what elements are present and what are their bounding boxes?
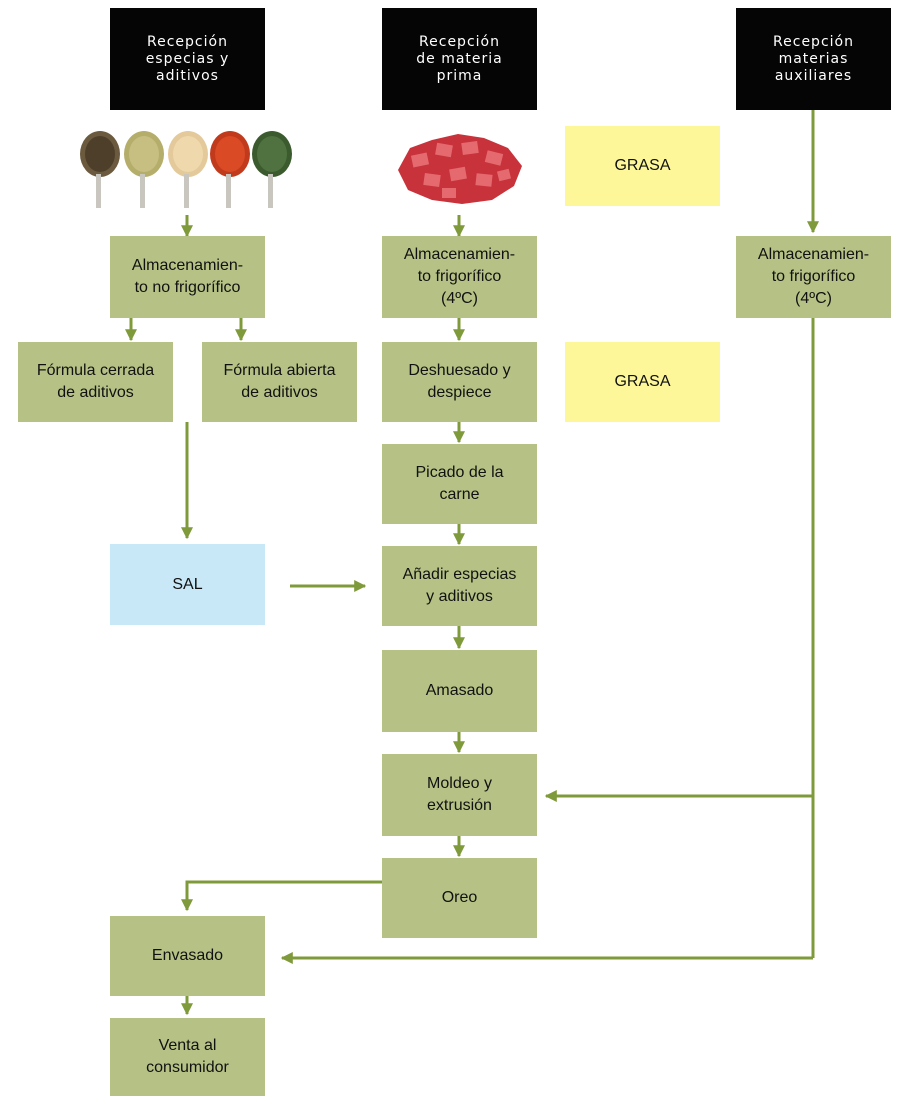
salt-input: SAL <box>110 544 265 625</box>
header-auxiliary-reception: Recepción materias auxiliares <box>736 8 891 110</box>
step-mincing: Picado de la carne <box>382 444 537 524</box>
spice-spoons-image <box>80 131 292 208</box>
step-molding: Moldeo y extrusión <box>382 754 537 836</box>
step-add-spices: Añadir especias y aditivos <box>382 546 537 626</box>
arrow-drying-to-packaging <box>181 880 382 912</box>
header-spices-reception: Recepción especias y aditivos <box>110 8 265 110</box>
step-kneading: Amasado <box>382 650 537 732</box>
step-open-formula: Fórmula abierta de aditivos <box>202 342 357 422</box>
step-deboning: Deshuesado y despiece <box>382 342 537 422</box>
diced-meat-image <box>398 134 522 204</box>
fat-input-1: GRASA <box>565 126 720 206</box>
step-dry-storage: Almacenamien- to no frigorífico <box>110 236 265 318</box>
step-cold-storage-aux: Almacenamien- to frigorífico (4ºC) <box>736 236 891 318</box>
header-raw-material-reception: Recepción de materia prima <box>382 8 537 110</box>
step-sale: Venta al consumidor <box>110 1018 265 1096</box>
step-closed-formula: Fórmula cerrada de aditivos <box>18 342 173 422</box>
step-cold-storage-raw: Almacenamien- to frigorífico (4ºC) <box>382 236 537 318</box>
step-packaging: Envasado <box>110 916 265 996</box>
step-drying: Oreo <box>382 858 537 938</box>
fat-input-2: GRASA <box>565 342 720 422</box>
